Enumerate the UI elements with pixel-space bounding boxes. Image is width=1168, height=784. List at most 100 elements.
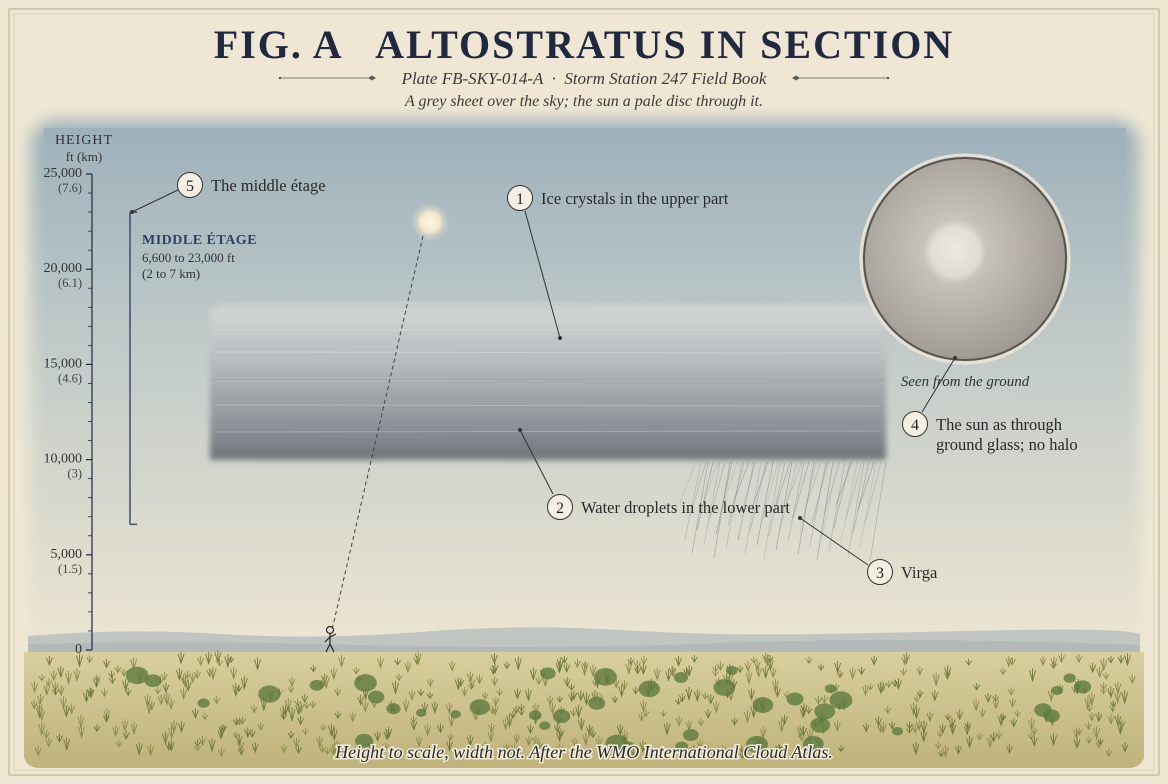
callout-5: 5 The middle étage bbox=[177, 172, 326, 198]
grass-tuft bbox=[1029, 668, 1036, 683]
grass-tuft bbox=[162, 682, 170, 693]
grass-tuft bbox=[426, 692, 434, 700]
grass-tuft bbox=[63, 737, 71, 752]
grass-tuft bbox=[248, 729, 256, 739]
grass-tuft bbox=[884, 706, 892, 715]
grass-tuft bbox=[167, 698, 175, 711]
grass-tuft bbox=[114, 665, 122, 674]
grass-tuft bbox=[1010, 718, 1018, 728]
axis-tick-label-km: (7.6) bbox=[58, 181, 82, 195]
shrub bbox=[675, 741, 689, 752]
inner-border bbox=[13, 13, 1155, 771]
grass-tuft bbox=[199, 736, 206, 747]
grass-tuft bbox=[45, 655, 53, 667]
grass-tuft bbox=[512, 705, 520, 715]
grass-tuft bbox=[755, 666, 763, 679]
grass-tuft bbox=[805, 706, 813, 715]
grass-tuft bbox=[718, 745, 726, 759]
grass-tuft bbox=[867, 683, 874, 691]
axis-tick-label-km: (4.6) bbox=[58, 371, 82, 385]
grass-tuft bbox=[121, 719, 129, 732]
grass-tuft bbox=[527, 724, 534, 734]
grass-tuft bbox=[557, 728, 565, 739]
grass-tuft bbox=[161, 731, 169, 745]
grass-tuft bbox=[244, 727, 252, 739]
grass-tuft bbox=[916, 689, 924, 698]
grass-tuft bbox=[513, 733, 521, 744]
grass-tuft bbox=[936, 730, 944, 738]
grass-tuft bbox=[1124, 653, 1131, 667]
grass-tuft bbox=[595, 736, 603, 751]
grass-tuft bbox=[205, 651, 213, 666]
grass-tuft bbox=[913, 706, 920, 720]
grass-tuft bbox=[915, 719, 923, 732]
grass-tuft bbox=[937, 750, 945, 758]
grass-tuft bbox=[696, 739, 704, 749]
grass-tuft bbox=[944, 665, 952, 680]
grass-tuft bbox=[584, 746, 592, 755]
grass-tuft bbox=[1008, 656, 1016, 666]
grass-tuft bbox=[514, 656, 522, 671]
grass-tuft bbox=[319, 723, 327, 732]
shrub bbox=[144, 674, 162, 688]
grass-tuft bbox=[1121, 742, 1129, 754]
grass-tuft bbox=[587, 727, 595, 737]
grass-tuft bbox=[93, 677, 100, 688]
grass-tuft bbox=[489, 706, 496, 715]
grass-tuft bbox=[570, 709, 577, 717]
grass-tuft bbox=[408, 689, 416, 702]
grass-tuft bbox=[776, 744, 783, 754]
grass-tuft bbox=[529, 667, 537, 682]
grass-tuft bbox=[361, 700, 369, 713]
grass-tuft bbox=[491, 676, 499, 687]
grass-tuft bbox=[858, 666, 866, 676]
grass-tuft bbox=[582, 661, 590, 670]
shrub bbox=[605, 734, 629, 753]
grass-tuft bbox=[309, 700, 317, 709]
callout-3-label: Virga bbox=[901, 563, 938, 582]
grass-tuft bbox=[744, 661, 752, 672]
grass-tuft bbox=[489, 665, 497, 675]
grass-tuft bbox=[310, 665, 317, 673]
shrub bbox=[528, 710, 542, 721]
virga-streak bbox=[864, 461, 882, 525]
axis-tick-label-ft: 5,000 bbox=[51, 547, 83, 562]
grass-tuft bbox=[302, 727, 309, 736]
grass-tuft bbox=[445, 702, 453, 715]
virga-streak bbox=[684, 461, 702, 540]
grass-tuft bbox=[43, 683, 51, 697]
grass-tuft bbox=[447, 733, 455, 741]
grass-tuft bbox=[836, 670, 844, 679]
virga-streak bbox=[775, 461, 793, 551]
virga-streak bbox=[749, 461, 767, 532]
grass-tuft bbox=[944, 713, 952, 721]
virga-streak bbox=[727, 461, 745, 527]
grass-tuft bbox=[145, 700, 153, 715]
grass-tuft bbox=[303, 701, 311, 710]
grass-tuft bbox=[514, 688, 521, 700]
virga-streak bbox=[739, 461, 757, 518]
grass-tuft bbox=[177, 651, 185, 665]
grass-tuft bbox=[466, 734, 474, 748]
grass-tuft bbox=[43, 730, 50, 739]
virga-streak bbox=[715, 461, 733, 536]
grass-tuft bbox=[50, 670, 58, 682]
virga-streak bbox=[744, 461, 762, 555]
virga-streak bbox=[763, 461, 781, 560]
grass-tuft bbox=[885, 680, 893, 688]
grass-tuft bbox=[1107, 655, 1115, 664]
grass-tuft bbox=[208, 738, 216, 753]
grass-field bbox=[30, 650, 1136, 759]
grass-tuft bbox=[230, 666, 238, 680]
grass-tuft bbox=[297, 715, 305, 726]
grass-tuft bbox=[748, 688, 755, 702]
grass-tuft bbox=[1084, 696, 1092, 710]
grass-tuft bbox=[992, 698, 1000, 710]
grass-tuft bbox=[115, 740, 123, 748]
grass-tuft bbox=[1073, 737, 1081, 750]
grass-tuft bbox=[574, 659, 581, 668]
shrub bbox=[1034, 703, 1052, 717]
grass-tuft bbox=[900, 667, 907, 677]
shrub bbox=[469, 699, 491, 715]
grass-tuft bbox=[288, 677, 296, 687]
